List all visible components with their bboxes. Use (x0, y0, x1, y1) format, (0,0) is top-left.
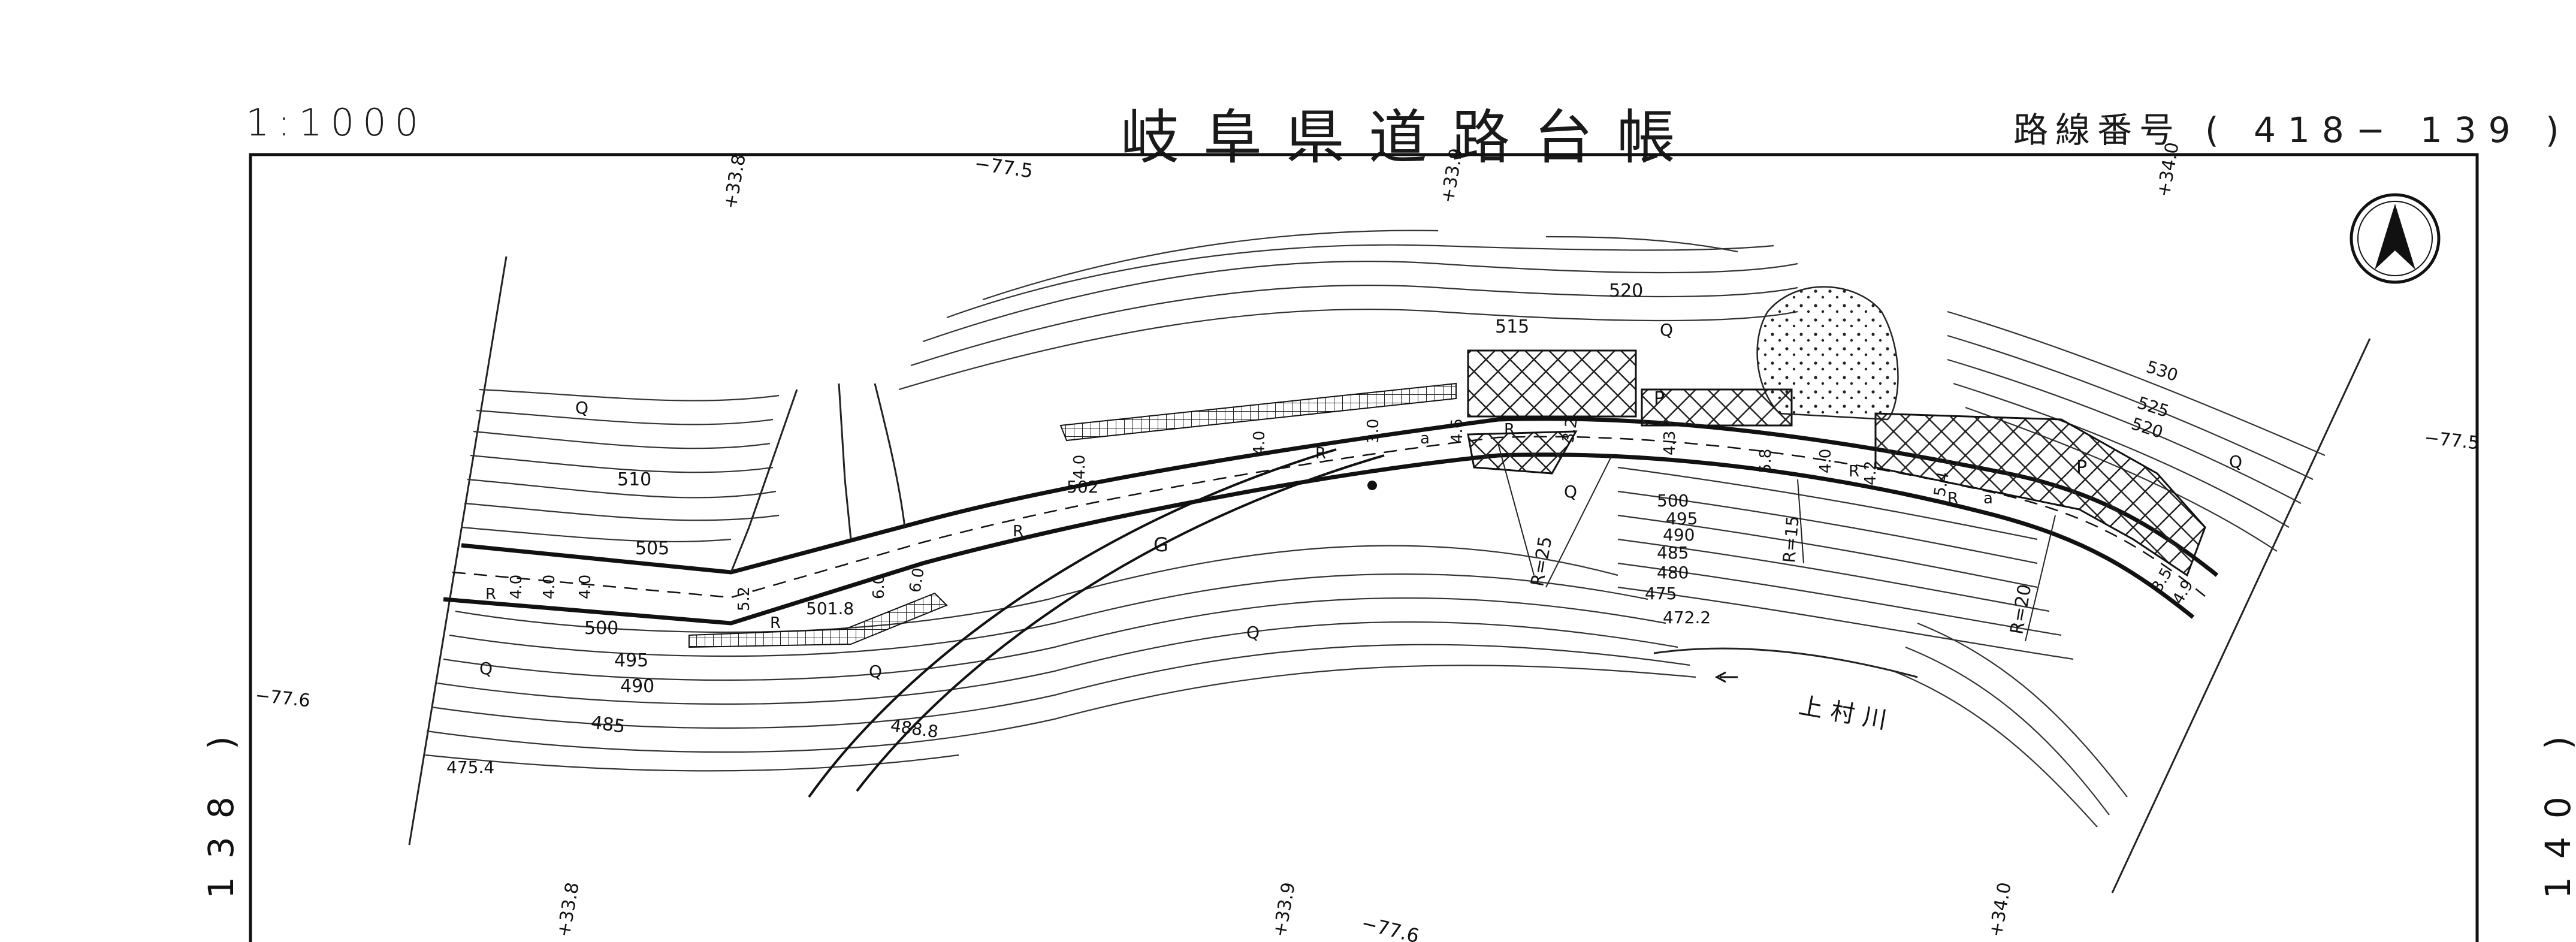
radius-line (1797, 479, 1804, 564)
road-width-label: 6.0 (870, 575, 888, 599)
road-width-label: 4.3 (1661, 431, 1679, 455)
grid-label: −77.6 (1359, 911, 1421, 942)
road-width-label: 5.8 (1757, 449, 1775, 473)
contour-label: 500 (1657, 491, 1689, 511)
grid-label: +33.9 (1269, 881, 1299, 939)
map-symbol: P (2076, 457, 2087, 478)
contour-label: 475.4 (446, 757, 494, 777)
map-symbol: Q (2229, 452, 2242, 472)
contour-label: 475 (1645, 584, 1677, 603)
road-width-label: 4.0 (1071, 455, 1089, 479)
route-label: 路線番号 (2013, 110, 2182, 150)
map-symbol: a (1983, 490, 1993, 508)
contour-label: 485 (1657, 543, 1689, 563)
retaining-wall-top (1059, 382, 1457, 442)
contour-label: 515 (1495, 316, 1529, 337)
map-symbol: Q (1564, 482, 1577, 502)
road-width-label: 4.0 (508, 575, 526, 599)
scale-label: 1:1000 (246, 101, 427, 144)
dotted-area (1756, 286, 1899, 421)
map-frame (249, 153, 2479, 942)
road-width-label: 4.2 (1862, 461, 1880, 485)
contour-label: 501.8 (806, 599, 854, 618)
river-bank (1653, 647, 1918, 678)
grid-label: +33.8 (553, 881, 583, 939)
contour-label: 505 (635, 538, 669, 559)
contour-label: 530 (2144, 357, 2181, 385)
radius-line (1545, 455, 1612, 588)
map-symbol: R (1947, 490, 1958, 508)
hatched-area-3 (1874, 412, 2206, 577)
map-symbol: a (1420, 430, 1430, 448)
route-number-value: ( 418− 139 ) (2205, 110, 2571, 150)
grid-label: +33.8 (720, 153, 750, 211)
map-symbol: R (1315, 445, 1326, 463)
curve-radius-label: R=25 (1527, 535, 1556, 588)
branch-road-g (856, 454, 1385, 792)
map-symbol: R (1849, 463, 1859, 481)
map-symbol: Q (1246, 623, 1260, 642)
radius-line (2025, 515, 2056, 642)
contour-label: 490 (620, 676, 654, 697)
map-symbol: Q (575, 398, 588, 418)
map-symbol: R (770, 614, 781, 632)
branch-road-g-edge (808, 448, 1337, 798)
curve-radius-label: R=20 (2006, 582, 2036, 636)
curve-radius-label: R=15 (1779, 515, 1803, 563)
road-width-label: 4.0 (1817, 449, 1835, 473)
map-symbol: R (1013, 523, 1023, 541)
map-symbol: Q (869, 662, 882, 681)
contour-label: 520 (1609, 280, 1643, 301)
grid-label: −77.5 (2423, 427, 2480, 454)
contour-label: 495 (614, 650, 648, 671)
map-symbol: Q (1660, 320, 1673, 340)
hatched-area-4 (1467, 430, 1578, 475)
road-width-label: 3.2 (1559, 416, 1581, 444)
road-width-label: 4.6 (1448, 419, 1466, 443)
road-width-label: 3.0 (1364, 419, 1382, 443)
map-symbol: R (485, 585, 496, 603)
road-width-label: 3.5 (2148, 565, 2176, 596)
road-width-label: 5.2 (735, 587, 753, 611)
contour-label: 502 (1067, 477, 1098, 497)
contour-label: 472.2 (1663, 608, 1711, 627)
river-flow-arrow (1714, 671, 1738, 683)
river-name: 上村川 (1796, 692, 1897, 736)
contour-label: 495 (1666, 509, 1698, 529)
contour-label: 490 (1663, 525, 1695, 545)
survey-point (1367, 481, 1377, 490)
road-width-label: 4.0 (1251, 431, 1269, 455)
road-width-label: 5.4 (1931, 470, 1953, 498)
map-symbol: P (1654, 388, 1665, 409)
hatched-area-1 (1467, 349, 1637, 418)
ravine-cliff (730, 383, 906, 573)
road-width-label: 6.0 (906, 566, 928, 594)
north-arrow-icon (2349, 193, 2441, 284)
map-title: 岐阜県道路台帳 (1121, 104, 1700, 172)
radius-line (1497, 443, 1535, 576)
map-symbol: R (1504, 421, 1515, 439)
survey-boundary (408, 256, 2371, 893)
contour-label: 488.8 (889, 715, 940, 742)
road-width-label: 4.0 (576, 575, 594, 599)
contour-label: 485 (590, 712, 627, 738)
grid-label: −77.5 (973, 152, 1034, 182)
map-symbol: G (1153, 533, 1168, 556)
contour-label: 510 (617, 469, 651, 490)
grid-label: −77.6 (254, 685, 311, 711)
contour-label: 500 (584, 618, 618, 639)
route-number: 路線番号 ( 418− 139 ) (2013, 102, 2571, 152)
road-width-label: 4.0 (540, 575, 558, 599)
grid-label: +34.0 (1985, 881, 2015, 939)
retaining-wall-bottom (688, 592, 948, 648)
map-symbol: Q (479, 659, 493, 678)
contour-lines (425, 230, 2326, 828)
contour-label: 480 (1657, 563, 1689, 582)
grid-label: +34.0 (2153, 141, 2183, 199)
